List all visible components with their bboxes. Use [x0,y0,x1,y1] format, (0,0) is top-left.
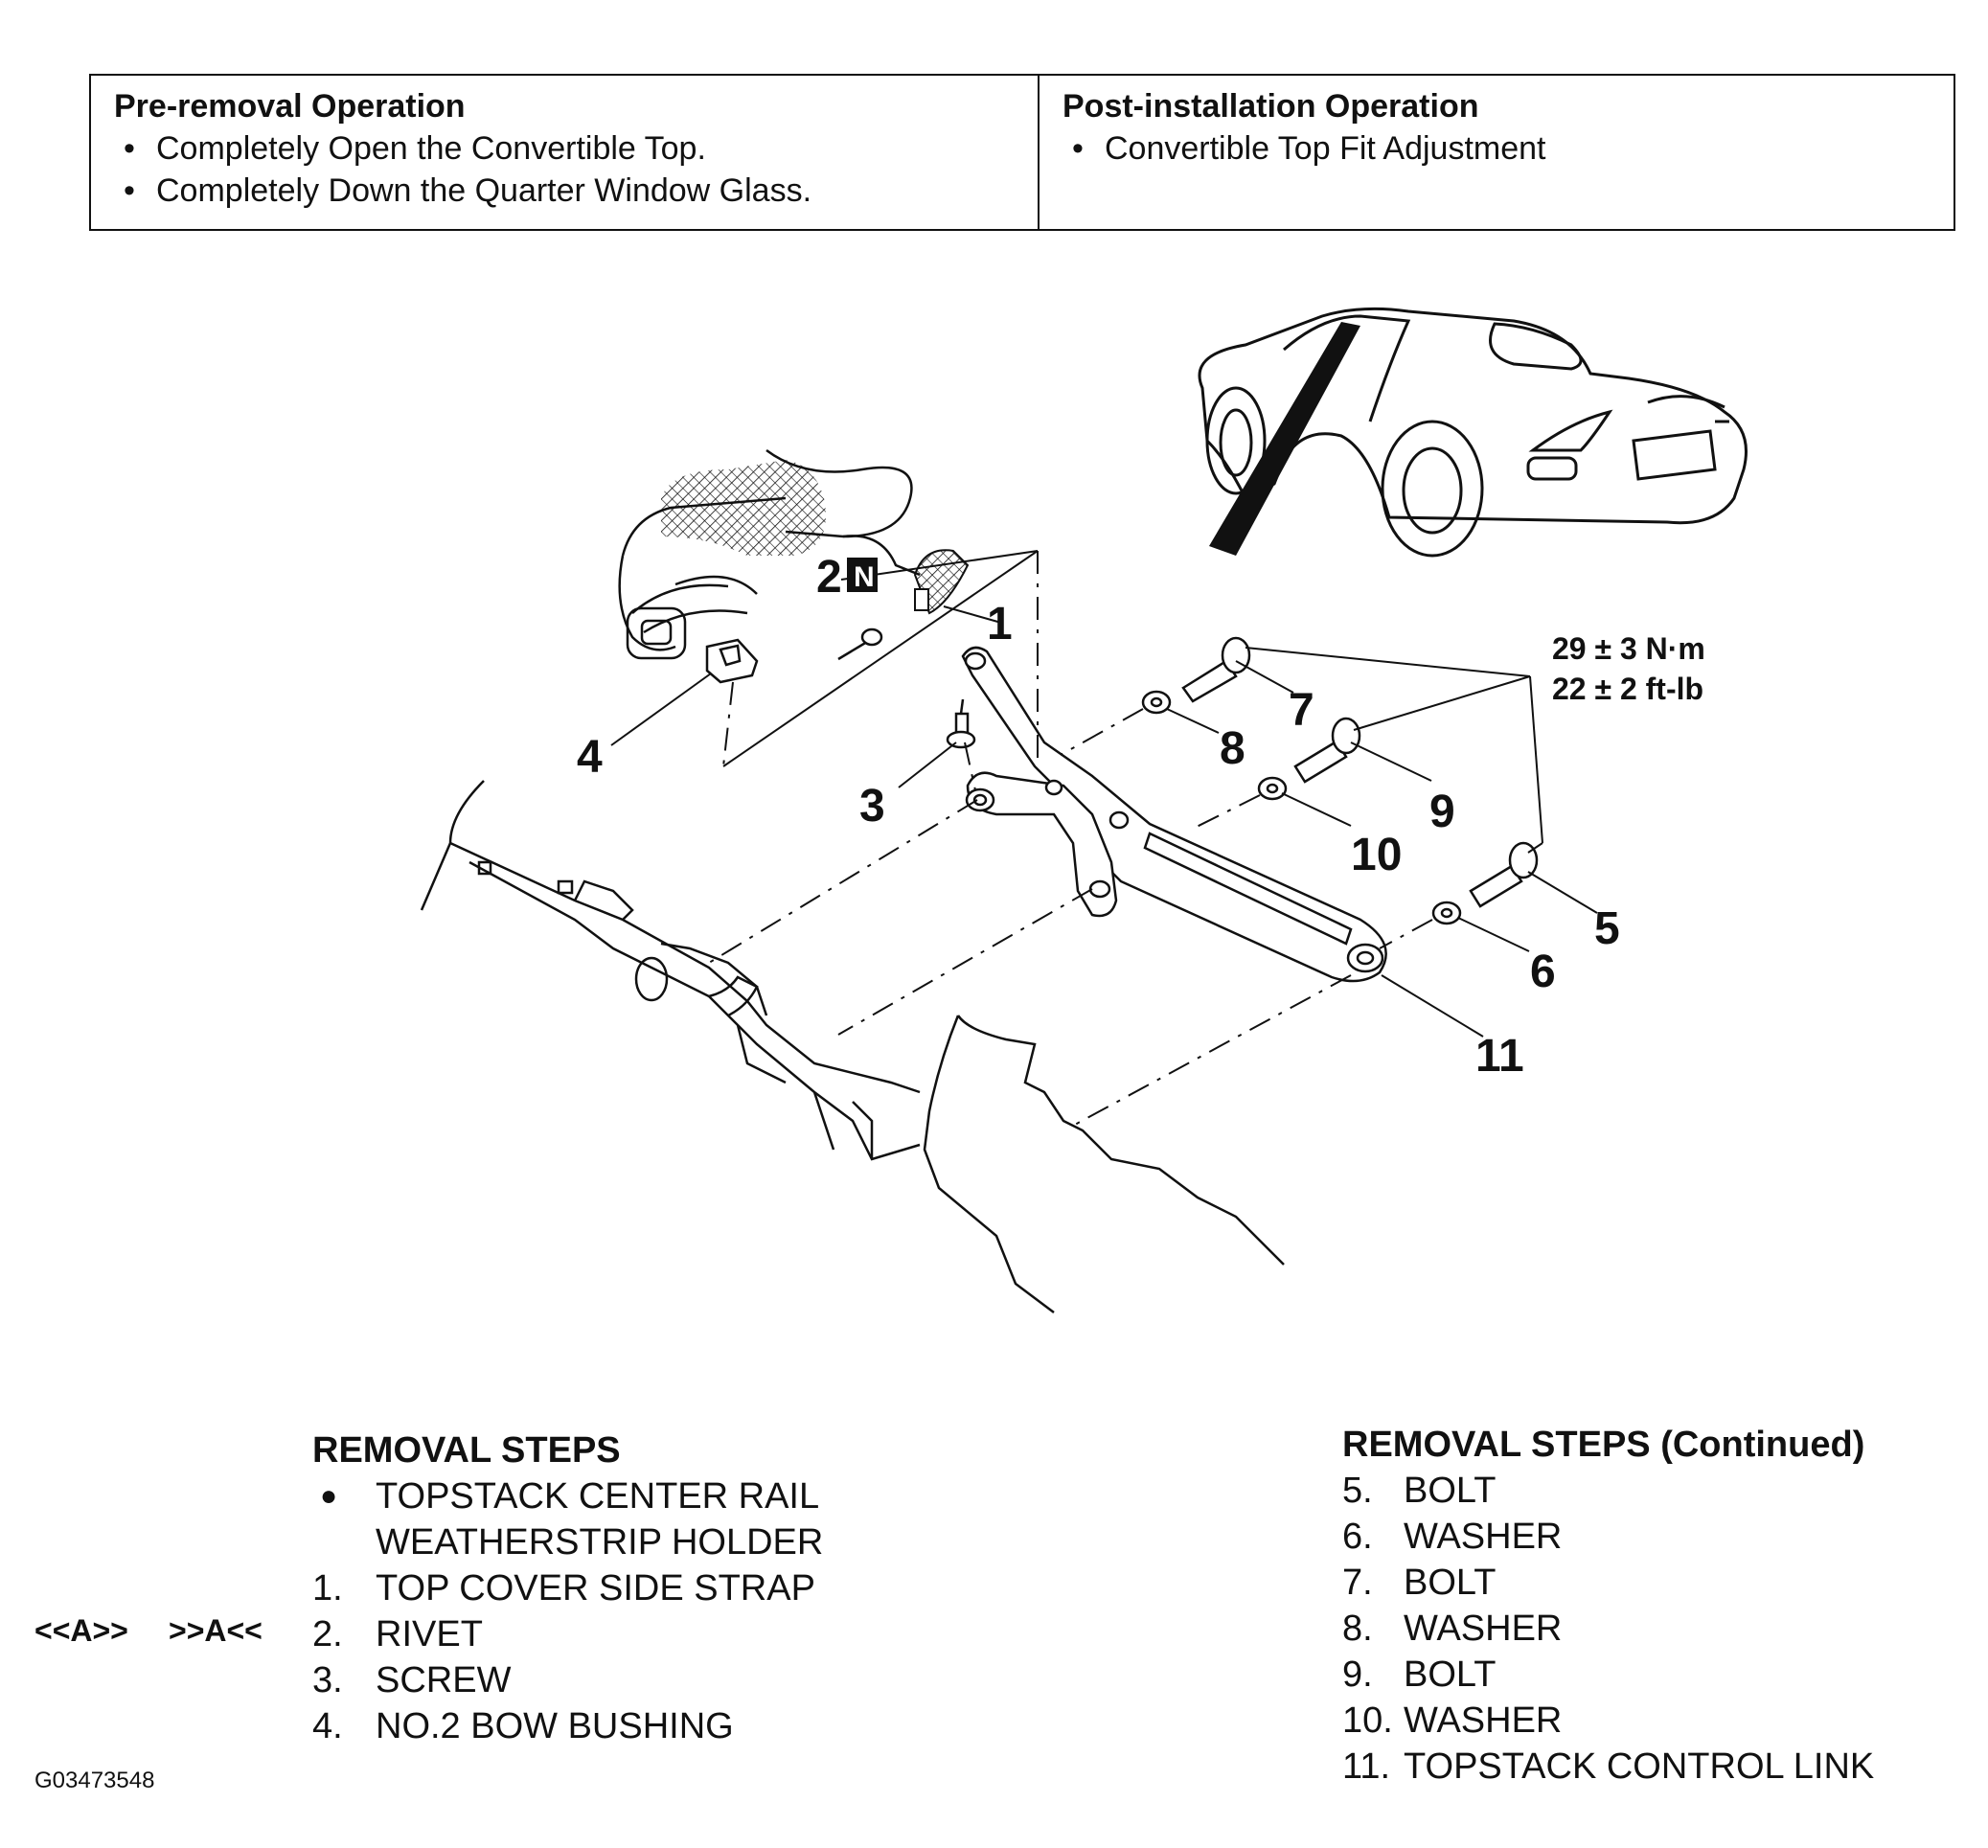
step-name: TOPSTACK CENTER RAIL [376,1476,820,1517]
bow-bushing [705,638,759,684]
mating-surface [923,1015,1285,1313]
list-item: 8. WASHER [1342,1606,1955,1652]
step-number: 10. [1342,1700,1393,1741]
car-illustration [1198,307,1748,558]
post-installation-title: Post-installation Operation [1063,88,1479,125]
list-item: 2. RIVET [312,1611,983,1657]
callout-6: 6 [1530,947,1556,997]
step-name: WASHER [1404,1608,1563,1649]
list-item: Completely Open the Convertible Top. [114,127,1015,170]
step-number: 9. [1342,1654,1373,1695]
step-name: TOP COVER SIDE STRAP [376,1568,815,1608]
pre-removal-list: Completely Open the Convertible Top. Com… [114,127,1015,212]
removal-steps-continued: REMOVAL STEPS (Continued) 5. BOLT 6. WAS… [1342,1422,1955,1790]
assembly-lines [708,551,1433,1127]
topstack-control-link [961,646,1387,983]
figure-code: G03473548 [34,1768,155,1793]
list-item: 3. SCREW [312,1657,983,1703]
callout-11: 11 [1475,1031,1524,1082]
rivet [837,627,883,661]
step-name: WASHER [1404,1517,1563,1557]
washer-6 [1431,901,1462,925]
screw [946,698,976,749]
operation-table: Pre-removal Operation Completely Open th… [89,74,1955,231]
step-number: 8. [1342,1608,1373,1649]
step-number: 3. [312,1660,343,1700]
strap-tab [914,588,929,611]
removal-steps: REMOVAL STEPS ● TOPSTACK CENTER RAIL WEA… [312,1427,983,1749]
list-item: 1. TOP COVER SIDE STRAP [312,1565,983,1611]
step-name: NO.2 BOW BUSHING [376,1706,734,1746]
callout-7: 7 [1289,685,1314,736]
post-installation-cell: Post-installation Operation Convertible … [1040,76,1954,229]
bolt-7 [1181,636,1251,703]
step-number: 6. [1342,1517,1373,1557]
list-item: ● TOPSTACK CENTER RAIL [312,1473,983,1519]
list-item: 10. WASHER [1342,1698,1955,1744]
torque-ftlb: 22 ± 2 ft-lb [1552,672,1703,706]
step-name: SCREW [376,1660,512,1700]
post-installation-list: Convertible Top Fit Adjustment [1063,127,1931,170]
washer-8 [1141,690,1172,715]
list-item: Convertible Top Fit Adjustment [1063,127,1931,170]
callout-9: 9 [1429,787,1455,837]
installation-ref: >>A<< [169,1613,263,1648]
step-number: 4. [312,1706,343,1746]
list-item: 6. WASHER [1342,1514,1955,1560]
zoom-pointer [1209,322,1360,556]
step-name: BOLT [1404,1563,1497,1603]
body-rail [420,780,921,1161]
list-item: 4. NO.2 BOW BUSHING [312,1703,983,1749]
step-name: RIVET [376,1614,483,1654]
callout-5: 5 [1594,903,1620,954]
step-number: 7. [1342,1563,1373,1603]
washer-10 [1257,776,1288,801]
removal-steps-continued-title: REMOVAL STEPS (Continued) [1342,1425,1865,1465]
step-name: BOLT [1404,1471,1497,1511]
step-name: WASHER [1404,1700,1563,1741]
list-item: 11. TOPSTACK CONTROL LINK [1342,1744,1955,1790]
torque-nm: 29 ± 3 N·m [1552,631,1705,666]
callout-8: 8 [1220,723,1245,774]
list-item: Completely Down the Quarter Window Glass… [114,170,1015,212]
leader-lines [610,605,1598,1038]
weatherstrip-assembly [618,448,921,660]
pre-removal-title: Pre-removal Operation [114,88,466,125]
callout-1: 1 [987,599,1013,650]
bolt-5 [1469,841,1539,908]
step-number: 11. [1342,1746,1391,1787]
new-part-letter: N [854,561,875,593]
list-item: 5. BOLT [1342,1468,1955,1514]
list-item: WEATHERSTRIP HOLDER [312,1519,983,1565]
step-number: 1. [312,1568,343,1608]
step-number: 2. [312,1614,343,1654]
new-part-mark: N [847,558,878,593]
callout-10: 10 [1351,830,1402,880]
step-name: TOPSTACK CONTROL LINK [1404,1746,1875,1787]
bullet-icon: ● [320,1480,338,1512]
step-name: WEATHERSTRIP HOLDER [376,1522,824,1563]
callout-4: 4 [577,732,603,783]
list-item: 9. BOLT [1342,1652,1955,1698]
list-item: 7. BOLT [1342,1560,1955,1606]
callout-3: 3 [859,781,885,832]
step-number: 5. [1342,1471,1373,1511]
callout-2: 2 [816,552,842,603]
pre-removal-cell: Pre-removal Operation Completely Open th… [91,76,1040,229]
removal-steps-title: REMOVAL STEPS [312,1430,621,1471]
removal-ref: <<A>> [34,1613,128,1648]
step-name: BOLT [1404,1654,1497,1695]
